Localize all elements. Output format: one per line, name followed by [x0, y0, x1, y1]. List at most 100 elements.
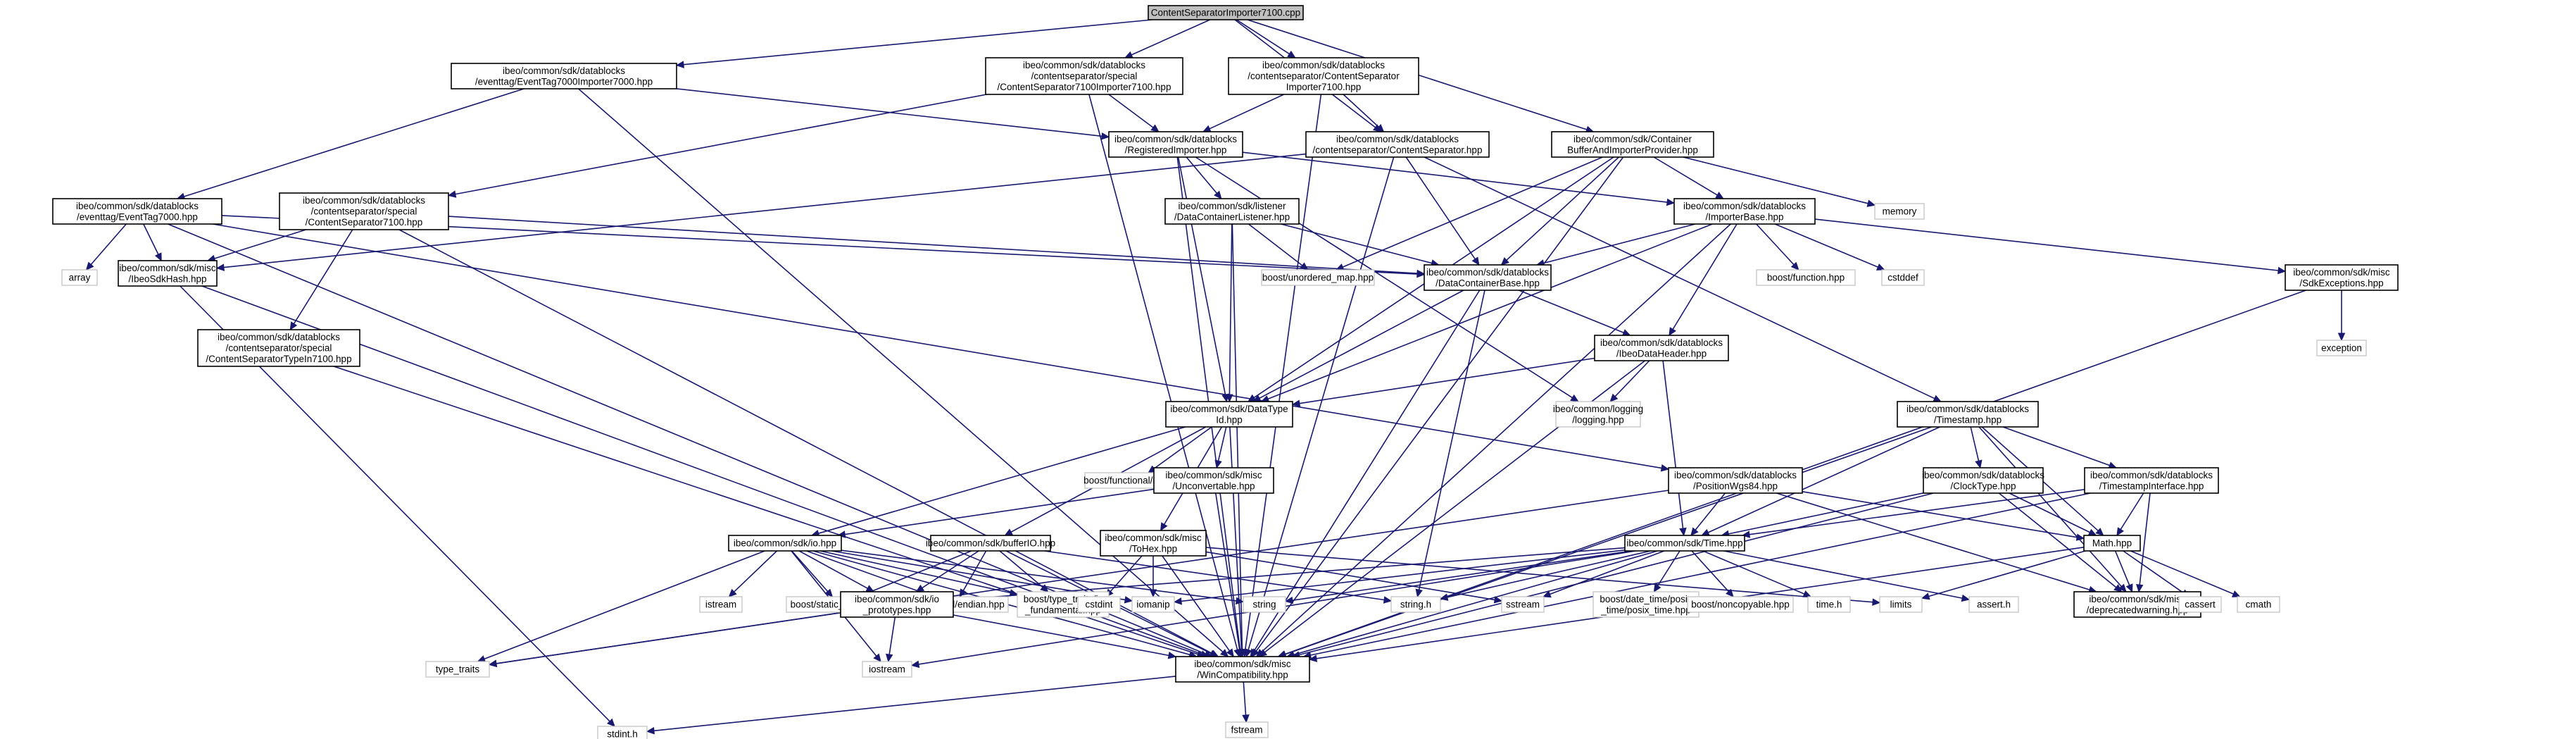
- edge-et7000-to-sdkhash: [143, 223, 159, 255]
- node-deprecated[interactable]: ibeo/common/sdk/misc/deprecatedwarning.h…: [2073, 591, 2201, 618]
- node-box-timehpp[interactable]: [1624, 535, 1745, 552]
- arrowhead-dclistener-to-datatypeid: [1226, 394, 1233, 403]
- node-label-boostfunc-line-0: boost/function.hpp: [1767, 273, 1845, 283]
- node-box-et7000[interactable]: [52, 198, 222, 225]
- arrowhead-timestamp-to-clocktype: [1975, 459, 1983, 469]
- node-box-datatypeid[interactable]: [1165, 401, 1293, 428]
- node-box-regimp[interactable]: [1108, 131, 1243, 158]
- arrowhead-csep-to-sdkhash: [215, 263, 225, 271]
- node-box-tohex[interactable]: [1100, 530, 1207, 557]
- node-label-mathhpp-line-0: Math.hpp: [2092, 538, 2132, 549]
- node-box-root[interactable]: [1148, 5, 1304, 20]
- node-cs7100imp[interactable]: ibeo/common/sdk/datablocks/contentsepara…: [985, 57, 1183, 95]
- node-box-cbaip[interactable]: [1551, 131, 1714, 158]
- node-clocktype[interactable]: ibeo/common/sdk/datablocks/ClockType.hpp: [1922, 467, 2044, 494]
- arrowhead-dataheader-to-datatypeid: [1291, 399, 1301, 407]
- node-box-ioproto[interactable]: [840, 591, 954, 618]
- node-csimp[interactable]: ibeo/common/sdk/datablocks/contentsepara…: [1228, 57, 1419, 95]
- node-cs7100typein[interactable]: ibeo/common/sdk/datablocks/contentsepara…: [197, 329, 360, 367]
- node-sdkexc[interactable]: ibeo/common/sdk/misc/SdkExceptions.hpp: [2285, 264, 2399, 291]
- node-array: array: [61, 269, 98, 286]
- node-box-poswgs[interactable]: [1668, 467, 1803, 494]
- node-label-sdkhash-line-0: ibeo/common/sdk/misc: [119, 263, 216, 273]
- arrowhead-csep-to-timestamp: [1933, 395, 1942, 402]
- edge-dclistener-to-datatypeid: [1229, 223, 1233, 395]
- node-label-csep-line-1: /contentseparator/ContentSeparator.hpp: [1313, 144, 1483, 155]
- node-et7000imp[interactable]: ibeo/common/sdk/datablocks/eventtag/Even…: [451, 63, 677, 89]
- node-timestamp[interactable]: ibeo/common/sdk/datablocks/Timestamp.hpp: [1897, 401, 2039, 428]
- node-logging: ibeo/common/logging/logging.hpp: [1553, 401, 1643, 428]
- arrowhead-tsiface-to-mathhpp: [2116, 527, 2125, 537]
- node-wincompat[interactable]: ibeo/common/sdk/misc/WinCompatibility.hp…: [1175, 656, 1310, 683]
- node-box-mathhpp[interactable]: [2083, 535, 2141, 552]
- node-label-datatypeid-line-1: Id.hpp: [1216, 414, 1243, 425]
- node-dclistener[interactable]: ibeo/common/sdk/listener/DataContainerLi…: [1164, 198, 1300, 225]
- node-timehpp[interactable]: ibeo/common/sdk/Time.hpp: [1624, 535, 1745, 552]
- node-label-tohex-line-0: ibeo/common/sdk/misc: [1105, 533, 1202, 543]
- node-string: string: [1243, 596, 1286, 613]
- node-box-wincompat[interactable]: [1175, 656, 1310, 683]
- node-label-wincompat-line-0: ibeo/common/sdk/misc: [1194, 659, 1291, 669]
- edge-mathhpp-to-cmath: [2130, 550, 2234, 595]
- node-box-sdkexc[interactable]: [2285, 264, 2399, 291]
- node-label-deprecated-line-1: /deprecatedwarning.hpp: [2087, 604, 2189, 615]
- node-ioproto[interactable]: ibeo/common/sdk/io_prototypes.hpp: [840, 591, 954, 618]
- node-box-timestamp[interactable]: [1897, 401, 2039, 428]
- arrowhead-bufferio-to-stringh: [1383, 596, 1393, 604]
- node-label-dataheader-line-0: ibeo/common/sdk/datablocks: [1600, 337, 1723, 348]
- node-dcbase[interactable]: ibeo/common/sdk/datablocks/DataContainer…: [1424, 264, 1552, 291]
- edge-ioproto-to-wincompat: [953, 614, 1169, 657]
- node-box-cs7100[interactable]: [279, 192, 449, 230]
- arrowhead-iohpp-to-typetraits: [477, 655, 486, 663]
- node-impbase[interactable]: ibeo/common/sdk/datablocks/ImporterBase.…: [1673, 198, 1816, 225]
- node-iohpp[interactable]: ibeo/common/sdk/io.hpp: [728, 535, 842, 552]
- node-cs7100[interactable]: ibeo/common/sdk/datablocks/contentsepara…: [279, 192, 449, 230]
- node-tsiface[interactable]: ibeo/common/sdk/datablocks/TimestampInte…: [2084, 467, 2219, 494]
- arrowhead-cs7100imp-to-cs7100: [447, 190, 457, 198]
- edge-tsiface-to-mathhpp: [2120, 492, 2144, 530]
- node-box-cs7100imp[interactable]: [985, 57, 1183, 95]
- node-sdkhash[interactable]: ibeo/common/sdk/misc/IbeoSdkHash.hpp: [118, 260, 218, 287]
- node-csep[interactable]: ibeo/common/sdk/datablocks/contentsepara…: [1305, 131, 1490, 158]
- node-istream: istream: [699, 596, 743, 613]
- edge-iohpp-to-ioproto: [798, 550, 868, 589]
- node-box-bufferio[interactable]: [930, 535, 1051, 552]
- node-regimp[interactable]: ibeo/common/sdk/datablocks/RegisteredImp…: [1108, 131, 1243, 158]
- node-cbaip[interactable]: ibeo/common/sdk/ContainerBufferAndImport…: [1551, 131, 1714, 158]
- node-dataheader[interactable]: ibeo/common/sdk/datablocks/IbeoDataHeade…: [1594, 335, 1729, 361]
- node-bufferio[interactable]: ibeo/common/sdk/bufferIO.hpp: [926, 535, 1055, 552]
- node-box-dataheader[interactable]: [1594, 335, 1729, 361]
- node-box-csimp[interactable]: [1228, 57, 1419, 95]
- node-mathhpp[interactable]: Math.hpp: [2083, 535, 2141, 552]
- node-label-sdkexc-line-0: ibeo/common/sdk/misc: [2293, 267, 2390, 278]
- edge-csimp-to-wincompat: [1245, 94, 1322, 650]
- node-root[interactable]: ContentSeparatorImporter7100.cpp: [1148, 5, 1304, 20]
- edge-impbase-to-dcbase: [1543, 223, 1696, 264]
- node-poswgs[interactable]: ibeo/common/sdk/datablocks/PositionWgs84…: [1668, 467, 1803, 494]
- node-box-dcbase[interactable]: [1424, 264, 1552, 291]
- node-unconv[interactable]: ibeo/common/sdk/misc/Unconvertable.hpp: [1153, 467, 1274, 494]
- edge-bufferio-to-stringh: [1044, 550, 1385, 601]
- node-box-clocktype[interactable]: [1923, 467, 2044, 494]
- node-box-tsiface[interactable]: [2084, 467, 2219, 494]
- arrowhead-cbaip-to-dcbase: [1500, 256, 1509, 266]
- edge-poswgs-to-timehpp: [1695, 492, 1726, 530]
- arrowhead-timehpp-to-timeh: [1802, 590, 1812, 597]
- node-tohex[interactable]: ibeo/common/sdk/misc/ToHex.hpp: [1100, 530, 1207, 557]
- node-et7000[interactable]: ibeo/common/sdk/datablocks/eventtag/Even…: [52, 198, 222, 225]
- node-box-et7000imp[interactable]: [451, 63, 677, 89]
- node-box-csep[interactable]: [1305, 131, 1490, 158]
- node-label-asserth-line-0: assert.h: [1977, 600, 2011, 610]
- node-box-dclistener[interactable]: [1164, 198, 1300, 225]
- node-box-unconv[interactable]: [1153, 467, 1274, 494]
- node-box-impbase[interactable]: [1673, 198, 1816, 225]
- node-label-dclistener-line-0: ibeo/common/sdk/listener: [1178, 201, 1286, 211]
- arrowhead-wincompat-to-stdinth: [646, 726, 655, 735]
- node-label-cs7100typein-line-0: ibeo/common/sdk/datablocks: [218, 332, 340, 342]
- arrowhead-dcbase-to-stringh: [1415, 588, 1423, 598]
- node-box-iohpp[interactable]: [728, 535, 842, 552]
- node-box-cs7100typein[interactable]: [197, 329, 360, 367]
- node-box-sdkhash[interactable]: [118, 260, 218, 287]
- arrowhead-iohpp-to-iostream: [873, 653, 881, 662]
